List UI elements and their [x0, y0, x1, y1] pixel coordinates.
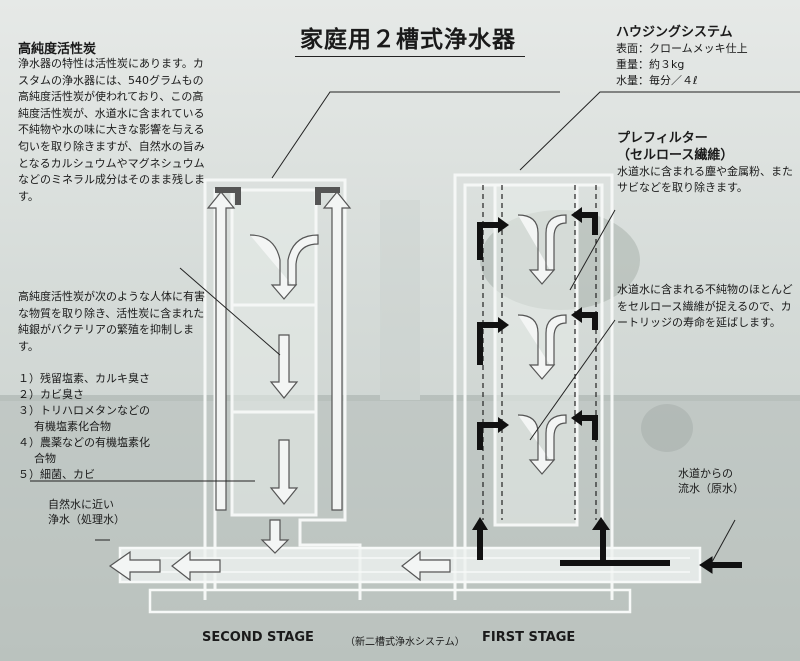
housing-line: 水量：毎分／４ℓ [616, 74, 698, 87]
inlet-label-line: 水道からの [678, 467, 733, 480]
list-item: ２）カビ臭さ [18, 388, 84, 401]
outline-flow-arrows [108, 187, 567, 582]
prefilter-description: 水道水に含まれる塵や金属粉、またサビなどを取り除きます。 [617, 165, 793, 194]
leader-lines [30, 91, 800, 563]
left-heading: 高純度活性炭 [18, 42, 97, 57]
list-item: ５）細菌、カビ [18, 468, 95, 481]
prefilter-subheading: （セルロース繊維） [617, 148, 734, 163]
black-flow-arrows [472, 207, 742, 574]
prefilter-heading: プレフィルター [617, 131, 708, 146]
system-subtitle: （新二槽式浄水システム） [345, 637, 465, 648]
prefilter-info: プレフィルター （セルロース繊維） 水道水に含まれる塵や金属粉、またサビなどを取… [617, 130, 795, 196]
housing-heading: ハウジングシステム [616, 25, 733, 40]
second-stage-label: SECOND STAGE [202, 630, 314, 645]
left-paragraph-2: 高純度活性炭が次のような人体に有害な物質を取り除き、活性炭に含まれた純銀がバクテ… [18, 290, 205, 353]
list-item: ４）農薬などの有機塩素化 [18, 436, 150, 449]
prefilter-description-2: 水道水に含まれる不純物のほとんどをセルロース繊維が捉えるので、カートリッジの寿命… [617, 283, 793, 329]
list-item: 有機塩素化合物 [34, 420, 111, 433]
inlet-label-line: 流水（原水） [678, 482, 744, 495]
harmful-substance-list: １）残留塩素、カルキ臭さ ２）カビ臭さ ３）トリハロメタンなどの 有機塩素化合物… [18, 371, 208, 483]
inlet-label: 水道からの 流水（原水） [678, 466, 744, 496]
outlet-label-line: 浄水（処理水） [48, 513, 125, 526]
background-photo [0, 200, 800, 661]
housing-line: 表面：クロームメッキ仕上 [616, 42, 748, 55]
diagram-title: 家庭用２槽式浄水器 [300, 27, 516, 53]
list-item: １）残留塩素、カルキ臭さ [18, 372, 150, 385]
outlet-label-line: 自然水に近い [48, 498, 114, 511]
outlet-label: 自然水に近い 浄水（処理水） [48, 497, 125, 527]
housing-info: ハウジングシステム 表面：クロームメッキ仕上 重量：約３kg 水量：毎分／４ℓ [616, 25, 748, 89]
first-stage-label: FIRST STAGE [482, 630, 576, 645]
title-underline [295, 56, 525, 57]
left-paragraph-1: 浄水器の特性は活性炭にあります。カスタムの浄水器には、540グラムもの高純度活性… [18, 57, 205, 203]
housing-line: 重量：約３kg [616, 58, 685, 71]
list-item: 合物 [34, 452, 56, 465]
list-item: ３）トリハロメタンなどの [18, 404, 150, 417]
